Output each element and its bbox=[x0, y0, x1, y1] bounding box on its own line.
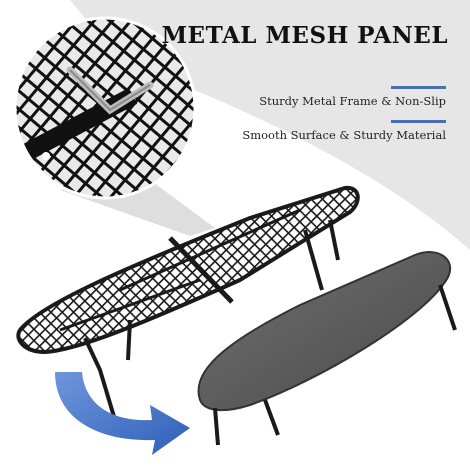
zoom-detail bbox=[15, 18, 195, 198]
accent-divider bbox=[391, 86, 446, 89]
mesh-board bbox=[16, 185, 360, 431]
feature-frame: Sturdy Metal Frame & Non-Slip bbox=[259, 94, 446, 108]
page-title: METAL MESH PANEL bbox=[161, 22, 448, 49]
transform-arrow bbox=[55, 372, 190, 455]
accent-divider bbox=[391, 120, 446, 123]
feature-surface: Smooth Surface & Sturdy Material bbox=[242, 128, 446, 142]
covered-board bbox=[197, 251, 457, 446]
rivet bbox=[42, 152, 50, 160]
